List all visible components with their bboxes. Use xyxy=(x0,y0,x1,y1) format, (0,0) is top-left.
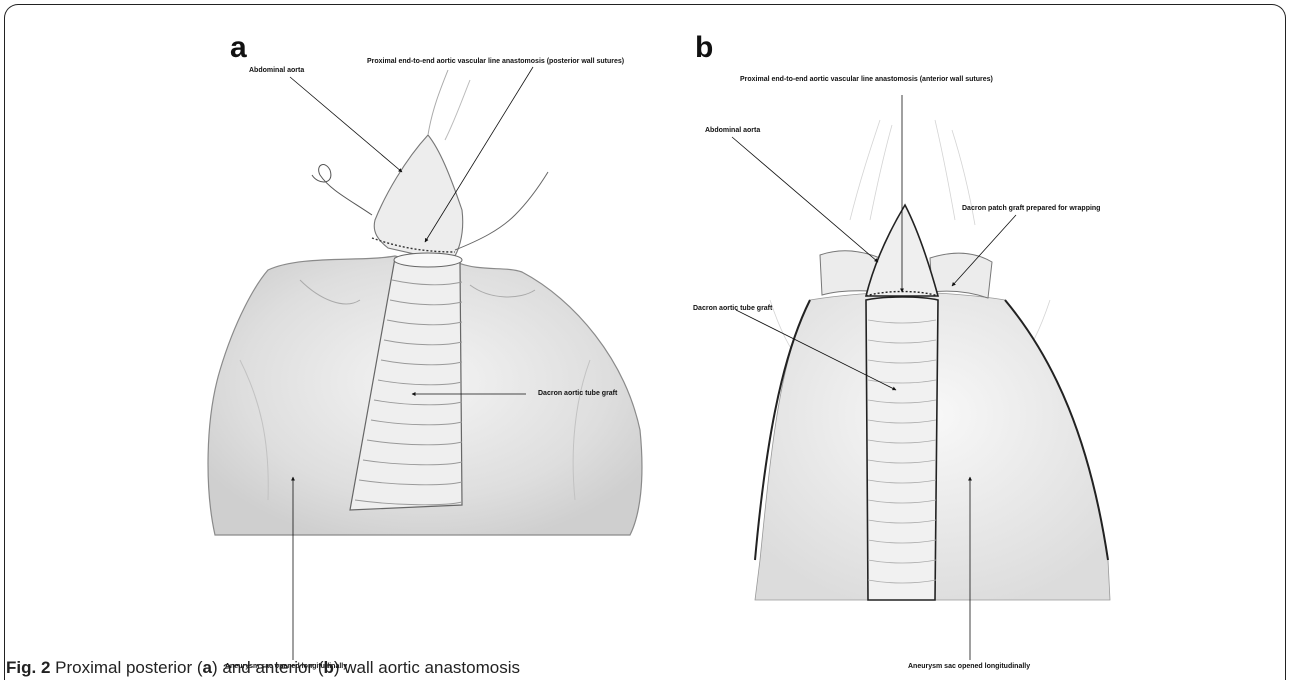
panel-a-drawing xyxy=(208,67,642,660)
panel-b-label-tube-graft: Dacron aortic tube graft xyxy=(693,305,772,312)
panel-b-letter: b xyxy=(695,33,713,63)
panel-b-label-abdominal-aorta: Abdominal aorta xyxy=(705,127,760,134)
caption-ref-b: b xyxy=(323,658,333,677)
caption-text-3: ) wall aortic anastomosis xyxy=(334,658,520,677)
panel-a-letter: a xyxy=(230,33,247,63)
caption-text-1: Proximal posterior ( xyxy=(50,658,202,677)
panel-b-label-anastomosis: Proximal end-to-end aortic vascular line… xyxy=(740,76,993,83)
caption-text-2: ) and anterior ( xyxy=(212,658,324,677)
panel-a-label-anastomosis: Proximal end-to-end aortic vascular line… xyxy=(367,58,624,65)
caption-fig-label: Fig. 2 xyxy=(6,658,50,677)
figure-caption: Fig. 2 Proximal posterior (a) and anteri… xyxy=(6,658,520,678)
caption-ref-a: a xyxy=(203,658,212,677)
panel-b-label-patch-graft: Dacron patch graft prepared for wrapping xyxy=(962,205,1100,212)
panel-b-label-aneurysm-sac: Aneurysm sac opened longitudinally xyxy=(908,663,1030,670)
panel-b-drawing xyxy=(732,95,1110,660)
panel-a-label-tube-graft: Dacron aortic tube graft xyxy=(538,390,617,397)
panel-a-label-abdominal-aorta: Abdominal aorta xyxy=(249,67,304,74)
panel-b-tube-graft xyxy=(866,297,938,600)
